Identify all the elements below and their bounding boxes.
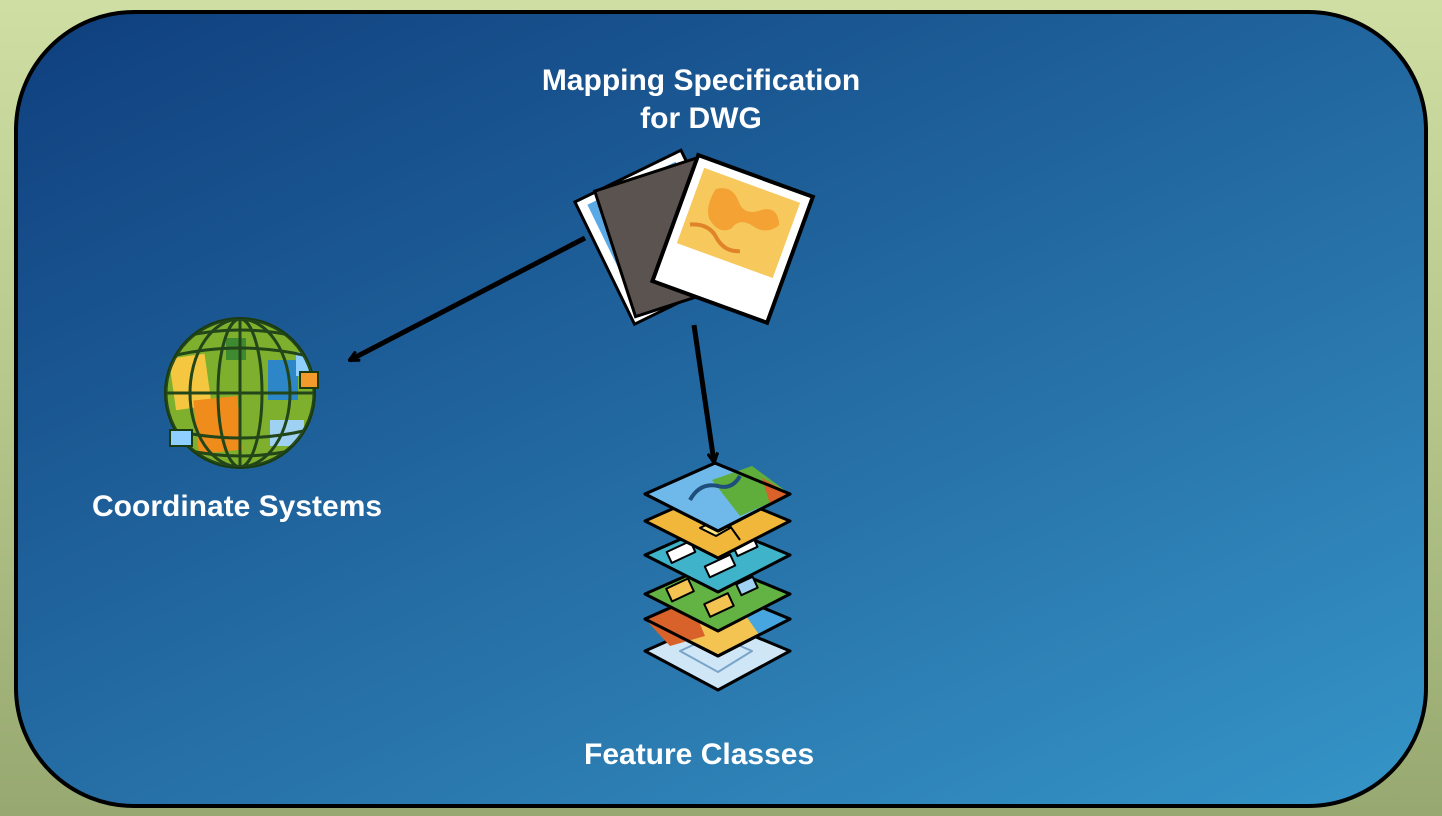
coordinate-systems-label: Coordinate Systems (92, 490, 383, 523)
layer-stack-icon (643, 461, 792, 692)
title-line-2: for DWG (640, 102, 762, 135)
arrow-to-coordinate-systems (350, 235, 587, 363)
diagram-title: Mapping Specification for DWG (0, 62, 1402, 138)
feature-classes-label: Feature Classes (584, 738, 815, 771)
globe-icon (164, 317, 319, 469)
title-line-1: Mapping Specification (541, 64, 861, 97)
arrow-to-feature-classes (691, 324, 714, 462)
map-documents-icon (572, 148, 816, 327)
